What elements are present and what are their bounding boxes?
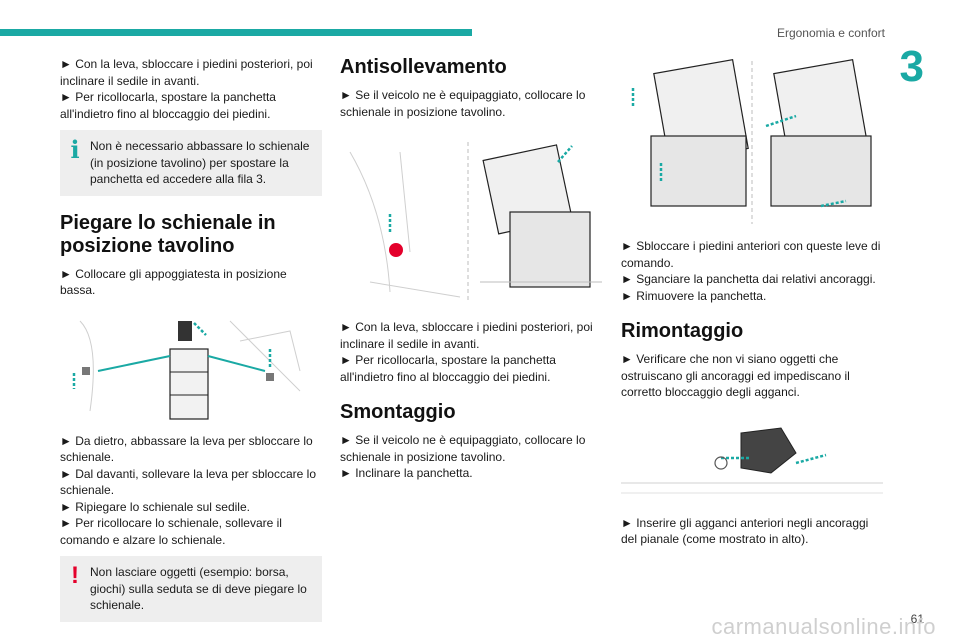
warning-note: ! Non lasciare oggetti (esempio: borsa, … [60,556,322,622]
header-accent-bar [0,29,472,36]
paragraph: ► Sganciare la panchetta dai relativi an… [621,272,876,286]
paragraph: ► Verificare che non vi siano oggetti ch… [621,352,850,399]
paragraph: ► Sbloccare i piedini anteriori con ques… [621,239,881,270]
paragraph: ► Ripiegare lo schienale sul sedile. [60,499,250,514]
info-note-text: Non è necessario abbassare lo schienale … [90,139,310,186]
paragraph: ► Rimuovere la panchetta. [621,288,767,303]
watermark-text: carmanualsonline.info [711,614,936,639]
chapter-number: 3 [899,42,924,91]
paragraph: ► Se il veicolo ne è equipaggiato, collo… [340,88,586,119]
page-number: 61 [910,612,924,626]
paragraph: ► Se il veicolo ne è equipaggiato, collo… [340,433,586,464]
heading-smontaggio: Smontaggio [340,401,456,423]
column-1: ► Con la leva, sbloccare i piedini poste… [60,56,322,630]
paragraph: ► Per ricollocare lo schienale, sollevar… [60,516,282,547]
paragraph: ► Collocare gli appoggiatesta in posizio… [60,266,287,298]
paragraph: ► Inclinare la panchetta. [340,466,473,480]
paragraph: ► Inserire gli agganci anteriori negli a… [621,515,869,547]
seat-fold-illustration [60,311,322,421]
column-2: Antisollevamento ► Se il veicolo ne è eq… [340,56,602,482]
paragraph: ► Con la leva, sbloccare i piedini poste… [60,57,313,88]
paragraph: ► Dal davanti, sollevare la leva per sbl… [60,466,317,498]
heading-tabletop: Piegare lo schienale in posizione tavoli… [60,211,276,257]
heading-rimontaggio: Rimontaggio [621,320,744,342]
bench-removal-illustration [621,56,883,226]
paragraph: ► Per ricollocarla, spostare la panchett… [60,90,276,121]
anchor-hook-illustration [621,413,883,503]
column-3: ► Sbloccare i piedini anteriori con ques… [621,56,883,548]
info-icon: i [70,135,80,164]
paragraph: ► Con la leva, sbloccare i piedini poste… [340,320,593,351]
info-note: i Non è necessario abbassare lo schienal… [60,130,322,196]
section-title: Ergonomia e confort [776,26,885,40]
exclamation-icon: ! [71,562,79,589]
warning-note-text: Non lasciare oggetti (esempio: borsa, gi… [90,565,307,612]
heading-antisollevamento: Antisollevamento [340,56,507,78]
seat-legs-illustration [340,132,602,307]
paragraph: ► Per ricollocarla, spostare la panchett… [340,353,556,384]
paragraph: ► Da dietro, abbassare la leva per sbloc… [60,433,313,465]
